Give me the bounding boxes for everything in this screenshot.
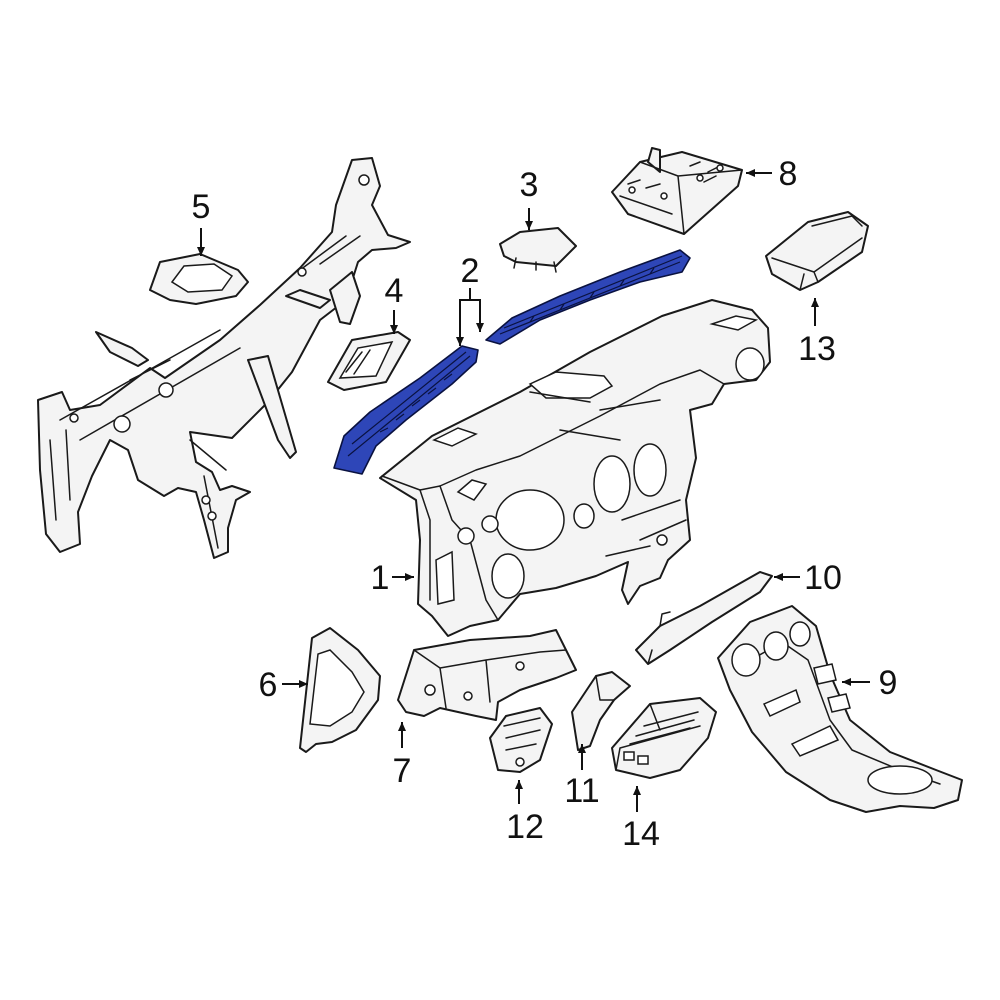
part-1-instrument-panel [379, 299, 771, 637]
callout-labels: 1 2 3 4 5 6 7 8 9 10 11 12 13 14 [192, 155, 898, 853]
part-13-control-unit [765, 211, 869, 291]
callout-13: 13 [798, 330, 836, 368]
callout-10: 10 [804, 559, 842, 597]
leader-2 [456, 288, 471, 346]
callout-2: 2 [461, 252, 480, 290]
part-12-switch-unit [489, 707, 553, 773]
part-5-cross-car-beam [37, 157, 411, 559]
part-3-cover [499, 227, 577, 273]
part-14-switch-panel [611, 697, 717, 779]
callout-7: 7 [393, 752, 412, 790]
callout-14: 14 [622, 815, 660, 853]
part-7-bracket [397, 629, 577, 721]
part-10-trim-strip [635, 571, 773, 665]
callout-8: 8 [779, 155, 798, 193]
leader-lines [197, 169, 870, 812]
part-8-module [611, 147, 743, 235]
part-4-vent-bezel [327, 331, 411, 391]
part-2-defroster-grille [333, 249, 691, 475]
part-6-side-trim [299, 627, 381, 753]
callout-12: 12 [506, 808, 544, 846]
callout-11: 11 [564, 772, 599, 810]
callout-4: 4 [385, 272, 404, 310]
leader-2b [470, 299, 484, 332]
part-2-grille-left [333, 345, 479, 475]
part-9-center-console [717, 605, 963, 813]
callout-3: 3 [520, 166, 539, 204]
callout-6: 6 [259, 666, 278, 704]
callout-1: 1 [371, 559, 390, 597]
callout-5: 5 [192, 188, 211, 226]
callout-9: 9 [879, 664, 898, 702]
